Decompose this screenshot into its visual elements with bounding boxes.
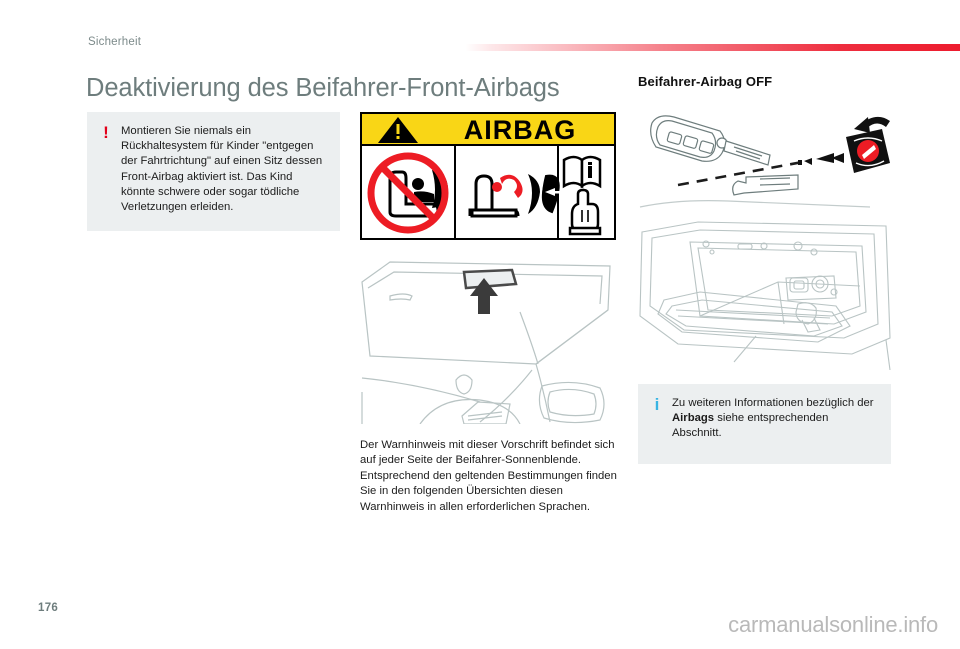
info-callout-text: Zu weiteren Informationen bezüglich der … xyxy=(672,396,877,442)
page-number: 176 xyxy=(38,602,59,614)
glovebox-figure xyxy=(638,220,891,370)
warning-triangle-icon xyxy=(378,117,418,143)
svg-text:AIRBAG: AIRBAG xyxy=(464,115,577,145)
exclamation-icon: ! xyxy=(103,123,109,142)
info-text-before: Zu weiteren Informationen bezüglich der xyxy=(672,397,874,409)
left-column: ! Montieren Sie niemals ein Rückhaltesys… xyxy=(87,112,340,232)
info-callout: i Zu weiteren Informationen bezüglich de… xyxy=(638,384,891,464)
info-text-after: siehe entsprechenden Abschnitt. xyxy=(672,412,829,440)
insert-arrow-icon xyxy=(798,153,844,165)
visor-label-marker xyxy=(462,268,518,290)
airbag-warning-label-figure: AIRBAG xyxy=(360,112,618,240)
trajectory-dashed-line xyxy=(677,159,809,187)
airbag-off-switch xyxy=(846,129,890,173)
info-text-bold: Airbags xyxy=(672,412,715,425)
middle-body-text: Der Warnhinweis mit dieser Vorschrift be… xyxy=(360,439,617,513)
pointing-hand-icon xyxy=(568,188,602,236)
warning-callout-text: Montieren Sie niemals ein Rückhaltesyste… xyxy=(121,125,323,214)
page-title: Deaktivierung des Beifahrer-Front-Airbag… xyxy=(86,74,560,102)
open-manual-icon xyxy=(562,155,602,189)
airbag-deploy-seat-icon xyxy=(468,174,561,218)
right-column: Beifahrer-Airbag OFF xyxy=(638,74,891,464)
middle-column: AIRBAG xyxy=(360,112,618,515)
section-heading: Beifahrer-Airbag OFF xyxy=(638,74,773,89)
header-rule xyxy=(0,44,960,51)
info-icon: i xyxy=(654,395,660,414)
no-rear-facing-child-seat-icon xyxy=(367,152,449,234)
site-watermark: carmanualsonline.info xyxy=(728,612,938,637)
warning-callout: ! Montieren Sie niemals ein Rückhaltesys… xyxy=(87,112,340,232)
sun-visor-figure xyxy=(360,252,618,424)
rotate-arrow-icon xyxy=(854,116,890,133)
pointer-arrow-icon xyxy=(470,278,498,314)
key-switch-figure xyxy=(638,103,891,218)
